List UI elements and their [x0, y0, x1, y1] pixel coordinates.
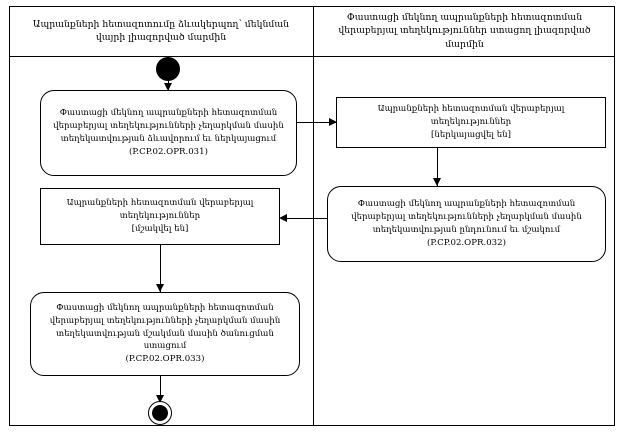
arrowhead-right-to-object-received [329, 117, 337, 126]
activity-node-032-label: Փաստացի մեկնող ապրանքների հետազոտման վեր… [351, 199, 582, 248]
activity-node-031-label: Փաստացի մեկնող ապրանքների հետազոտման վեր… [53, 108, 284, 157]
activity-node-033-label: Փաստացի մեկնող ապրանքների հետազոտման վեր… [49, 302, 281, 365]
initial-node[interactable] [156, 57, 180, 81]
lane-header-right: Փաստացի մեկնող ապրանքների հետազոտման վեր… [314, 6, 615, 56]
activity-node-031[interactable]: Փաստացի մեկնող ապրանքների հետազոտման վեր… [40, 90, 297, 176]
object-node-processed[interactable]: Ապրանքների հետազոտման վերաբերյալ տեղեկու… [40, 188, 280, 245]
edge-activity-031-to-object-received [297, 122, 336, 123]
diagram-frame [9, 6, 615, 426]
lane-title-left: Ապրանքների հետազոտումը ձևակերպող՝ մեկնմա… [32, 18, 290, 43]
arrowhead-down-to-activity-033 [155, 284, 164, 292]
object-node-received[interactable]: Ապրանքների հետազոտման վերաբերյալ տեղեկու… [336, 97, 606, 148]
final-node[interactable] [148, 401, 172, 425]
object-node-processed-label: Ապրանքների հետազոտման վերաբերյալ տեղեկու… [66, 198, 254, 234]
edge-activity-032-to-object-processed [285, 218, 327, 219]
arrowhead-left-to-object-processed [279, 213, 287, 222]
activity-node-032[interactable]: Փաստացի մեկնող ապրանքների հետազոտման վեր… [327, 186, 606, 262]
swimlane-divider [313, 6, 314, 426]
lane-header-left: Ապրանքների հետազոտումը ձևակերպող՝ մեկնմա… [9, 6, 313, 56]
arrowhead-down-to-activity-032 [432, 178, 441, 186]
edge-activity-033-to-end [160, 376, 161, 403]
object-node-received-label: Ապրանքների հետազոտման վերաբերյալ տեղեկու… [377, 104, 565, 140]
lane-title-right: Փաստացի մեկնող ապրանքների հետազոտման վեր… [338, 11, 591, 50]
edge-object-processed-to-activity-033 [160, 245, 161, 292]
lane-header-divider [9, 56, 615, 57]
arrowhead-down-to-end [155, 395, 164, 403]
arrowhead-down-start [163, 83, 172, 91]
activity-node-033[interactable]: Փաստացի մեկնող ապրանքների հետազոտման վեր… [30, 292, 300, 376]
edge-object-received-to-activity-032 [437, 148, 438, 186]
